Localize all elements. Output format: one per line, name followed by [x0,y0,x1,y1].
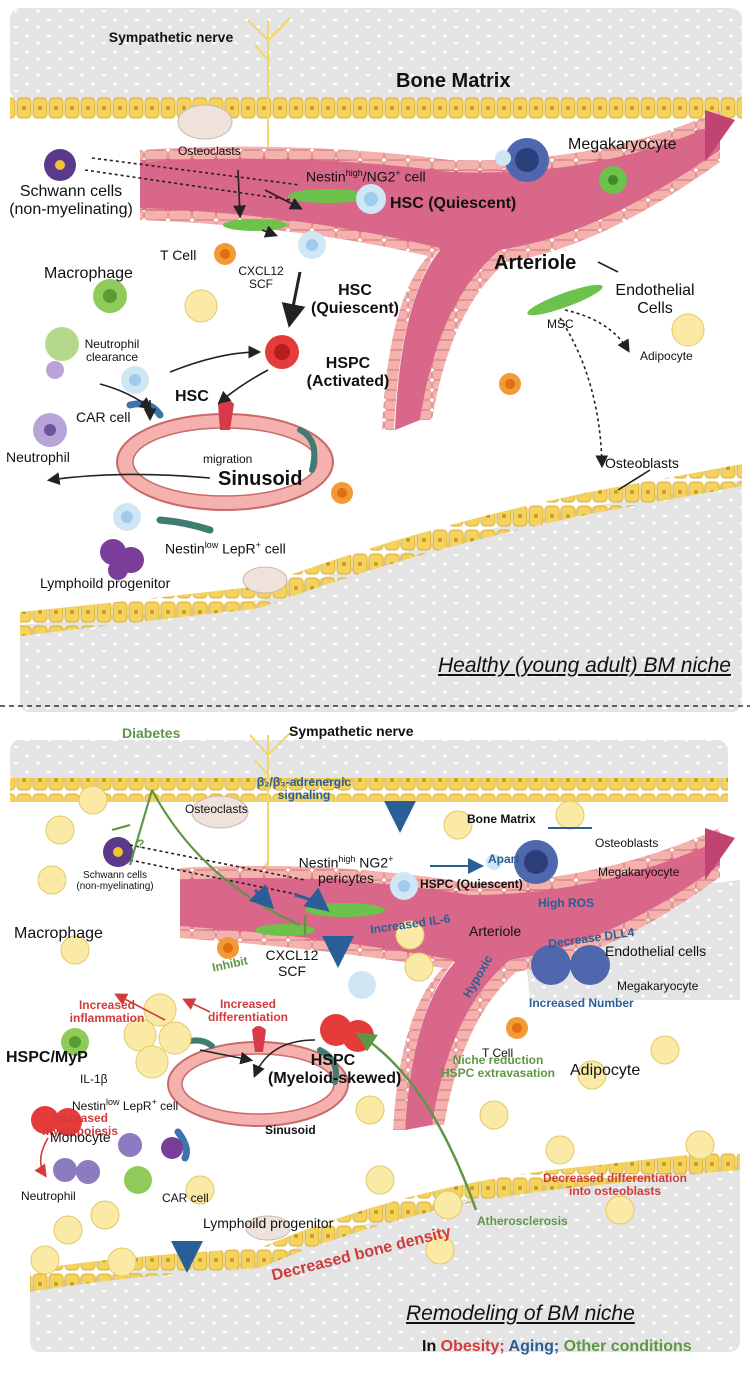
top-car-cell-label: CAR cell [76,409,131,425]
bottom-lymphoid-label: Lymphoild progenitor [203,1215,334,1231]
top-sinusoid [116,399,334,534]
top-osteoclasts-label: Osteoclasts [178,144,241,158]
top-bone-matrix [10,8,742,121]
top-caption: Healthy (young adult) BM niche [438,654,731,677]
bottom-caption: Remodeling of BM niche [406,1302,635,1325]
hspc-myeloid-skewed-label: HSPC(Myeloid-skewed) [268,1052,402,1087]
il1b-label: IL-1β [80,1072,108,1086]
legend-aging: Aging; [504,1338,560,1355]
legend-obesity: Obesity; [440,1338,505,1355]
question-mark: ? [137,837,145,851]
bottom-megakaryocyte-label: Megakaryocyte [598,865,680,879]
top-cells [33,104,705,594]
hspc-quiescent-label: HSPC (Quiescent) [420,877,523,891]
atherosclerosis-label: Atherosclerosis [477,1214,568,1228]
top-hsc-label: HSC [175,388,209,405]
diabetes-label: Diabetes [122,725,181,741]
top-lower-bone [20,464,742,712]
bottom-osteoblasts-label: Osteoblasts [595,836,659,850]
bottom-sympathetic-nerve-label: Sympathetic nerve [289,723,414,739]
legend-other: Other conditions [559,1338,692,1355]
top-schwann-cells-label: Schwann cells(non-myelinating) [9,183,133,218]
top-migration-label: migration [203,452,253,466]
top-bone-matrix-label: Bone Matrix [396,70,511,92]
high-ros-label: High ROS [538,896,594,910]
bottom-t-cell-label: T Cell [482,1046,514,1060]
top-arrows [46,157,651,491]
top-lymphoid-label: Lymphoild progenitor [40,575,171,591]
bottom-arrows [34,789,592,1211]
increased-number-label: Increased Number [529,996,634,1010]
monocyte-label: Monocyte [50,1129,111,1145]
nestin-pericytes-label: Nestinhigh NG2+pericytes [298,854,394,887]
bottom-sinusoid [167,1026,349,1162]
top-hspc-activated-label: HSPC(Activated) [306,355,390,390]
top-hsc-quiescent-2-label: HSC(Quiescent) [310,282,399,317]
bottom-decrease-arrows [171,801,416,1273]
top-macrophage-label: Macrophage [44,265,133,282]
bottom-macrophage-label: Macrophage [14,925,103,942]
top-sinusoid-label: Sinusoid [218,468,303,490]
bottom-osteoclasts-label: Osteoclasts [185,802,248,816]
top-neutrophil-label: Neutrophil [6,449,70,465]
top-megakaryocyte-label: Megakaryocyte [568,136,677,153]
top-t-cell-label: T Cell [160,247,197,263]
apart-label: Apart [488,852,520,866]
top-hsc-quiescent-label: HSC (Quiescent) [390,195,517,212]
bottom-megakaryocyte-2-label: Megakaryocyte [617,979,699,993]
bottom-neutrophil-label: Neutrophil [21,1189,76,1203]
top-osteoblasts-label: Osteoblasts [605,455,679,471]
condition-legend: In Obesity; Aging; Other conditions [422,1338,692,1355]
bottom-car-cell-label: CAR cell [162,1191,209,1205]
bottom-cells [30,785,715,1277]
top-arteriole [140,110,735,430]
bottom-schwann-label: Schwann cells(non-myelinating) [76,870,154,893]
hspc-myp-label: HSPC/MyP [6,1049,88,1066]
top-sympathetic-nerve-label: Sympathetic nerve [108,29,234,45]
top-arteriole-label: Arteriole [494,252,577,274]
bottom-bone-matrix-label: Bone Matrix [467,812,536,826]
bottom-sinusoid-label: Sinusoid [265,1123,316,1137]
bottom-endothelial-label: Endothelial cells [605,943,707,959]
bottom-arteriole-label: Arteriole [469,923,522,939]
top-msc-label: MSC [547,317,574,331]
bottom-bone-matrix [10,740,728,802]
top-adipocyte-label: Adipocyte [640,349,693,363]
top-nestin-high-label: Nestinhigh/NG2+ cell [306,168,426,185]
bottom-adipocyte-label: Adipocyte [570,1062,641,1079]
top-nestin-low-label: Nestinlow LepR+ cell [165,540,286,557]
bottom-nestin-low-label: Nestinlow LepR+ cell [72,1097,179,1113]
